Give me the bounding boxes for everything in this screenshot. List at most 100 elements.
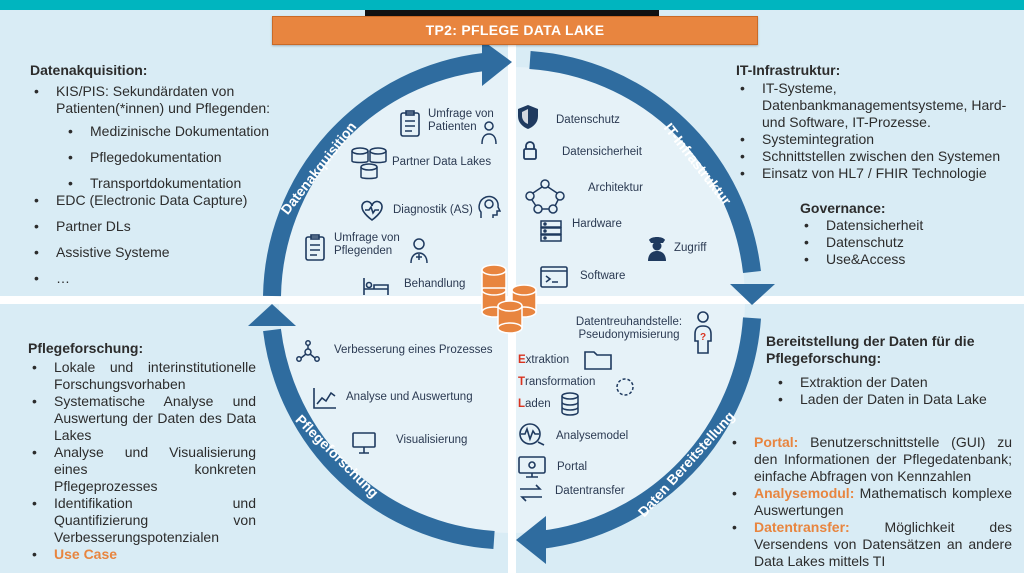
arrow-head-tr (730, 284, 775, 305)
database-stack-icon (481, 264, 537, 334)
list-item: … (30, 270, 290, 287)
nurse-icon (410, 238, 428, 264)
etl-rest-l: aden (525, 398, 551, 410)
transfer-arrows-icon (520, 484, 542, 502)
hospital-bed-icon (363, 278, 389, 295)
circle-item-datensicherheit: Datensicherheit (562, 146, 642, 158)
bereitstellung-heading: Bereitstellung der Daten für die Pflegef… (766, 333, 975, 366)
datentransfer-label: Datentransfer: (754, 519, 850, 535)
etl-letter-e: E (518, 354, 526, 366)
datenakquisition-heading: Datenakquisition: (30, 62, 148, 78)
survey-nurses-icon (305, 234, 325, 261)
arrow-head-tl (482, 40, 512, 86)
partner-datalakes-icon (351, 147, 387, 180)
circle-item-hardware: Hardware (572, 218, 622, 230)
ring-arc-bl (263, 328, 495, 549)
list-item: Systemintegration (736, 131, 1008, 148)
portal-text: Benutzerschnittstelle (GUI) zu den Infor… (754, 434, 1012, 484)
etl-rest-e: xtraktion (525, 354, 570, 366)
pflegeforschung-heading: Pflegeforschung: (28, 340, 144, 356)
circle-item-datenschutz: Datenschutz (556, 114, 620, 126)
page-title: TP2: PFLEGE DATA LAKE (272, 16, 758, 45)
portal-label: Portal: (754, 434, 799, 450)
list-item: Schnittstellen zwischen den Systemen (736, 148, 1008, 165)
circle-item-architektur: Architektur (588, 182, 643, 194)
circle-item-zugriff: Zugriff (674, 242, 707, 254)
analysis-wave-icon (519, 423, 545, 446)
list-item: Lokale und interinstitutionelle Forschun… (28, 359, 256, 393)
svg-text:?: ? (700, 332, 706, 343)
circle-item-analyse-auswertung: Analyse und Auswertung (346, 391, 473, 403)
arrow-head-bl (248, 304, 296, 326)
it-infrastruktur-panel: IT-Infrastruktur: IT-Systeme, Datenbankm… (736, 62, 1008, 182)
architecture-network-icon (525, 179, 565, 214)
etl-letter-l: L (518, 398, 526, 410)
circle-item-datentransfer: Datentransfer (555, 485, 625, 497)
list-item: Identifikation und Quantifizierung von V… (28, 495, 256, 546)
brain-head-icon (478, 195, 501, 218)
list-item: Use&Access (800, 251, 1000, 268)
circle-item-umfrage-patienten: Umfrage von Patienten (428, 108, 494, 133)
list-item: Systematische Analyse und Auswertung der… (28, 393, 256, 444)
list-item: Partner DLs (30, 218, 290, 235)
ring-arc-tr (529, 51, 761, 274)
etl-transformation: Transformation (518, 376, 595, 389)
list-item: Extraktion der Daten (774, 374, 1006, 391)
list-item-transfer: Datentransfer: Möglichkeit des Versenden… (728, 519, 1012, 570)
etl-letter-t: T (518, 376, 526, 388)
database-icon (561, 392, 579, 416)
monitor-icon (352, 432, 376, 454)
it-infrastruktur-heading: IT-Infrastruktur: (736, 62, 841, 78)
governance-panel: Governance: Datensicherheit Datenschutz … (800, 200, 1000, 268)
pflegeforschung-panel: Pflegeforschung: Lokale und interinstitu… (28, 340, 256, 563)
list-item: Datenschutz (800, 234, 1000, 251)
lock-icon (523, 141, 537, 160)
folder-icon (584, 351, 612, 370)
analysemodul-text: Mathematisch komplexe Auswertungen (754, 485, 1013, 518)
list-item-portal: Portal: Benutzerschnittstelle (GUI) zu d… (728, 434, 1012, 485)
circle-item-verbesserung: Verbesserung eines Prozesses (334, 344, 493, 356)
line-chart-icon (313, 388, 336, 409)
circle-item-visualisierung: Visualisierung (396, 434, 468, 446)
list-item: Assistive Systeme (30, 244, 290, 261)
person-icon (481, 121, 497, 145)
list-item: KIS/PIS: Sekundärdaten von Patienten(*in… (30, 83, 290, 117)
etl-laden: Laden (518, 398, 551, 411)
list-item: Datensicherheit (800, 217, 1000, 234)
list-item-use-case: Use Case (28, 546, 256, 563)
list-subitem: Pflegedokumentation (30, 149, 290, 166)
anonymous-person-icon: ? (694, 311, 712, 354)
software-terminal-icon (540, 266, 568, 288)
list-item: Analyse und Visualisierung eines konkret… (28, 444, 256, 495)
list-item: EDC (Electronic Data Capture) (30, 192, 290, 209)
circle-item-partner-datalakes: Partner Data Lakes (392, 156, 492, 168)
server-icon (540, 220, 562, 242)
etl-rest-t: ransformation (525, 376, 596, 388)
use-case-link[interactable]: Use Case (54, 546, 118, 562)
circle-item-datentreuhandstelle: Datentreuhandstelle: Pseudonymisierung (575, 316, 683, 341)
etl-extraktion: Extraktion (518, 354, 569, 367)
transform-cycle-icon (616, 378, 634, 396)
security-guard-icon (648, 237, 666, 261)
list-item-analyse: Analysemodul: Mathematisch komplexe Ausw… (728, 485, 1012, 519)
list-subitem: Medizinische Dokumentation (30, 123, 290, 140)
circle-item-analysemodel: Analysemodel (556, 430, 629, 442)
governance-heading: Governance: (800, 200, 886, 216)
datentransfer-text: Möglichkeit des Versendens von Datensätz… (754, 519, 1012, 569)
datenakquisition-panel: Datenakquisition: KIS/PIS: Sekundärdaten… (30, 62, 290, 287)
bereitstellung-panel: Bereitstellung der Daten für die Pflegef… (766, 333, 1006, 408)
list-subitem: Transportdokumentation (30, 175, 290, 192)
survey-patients-icon (400, 110, 420, 137)
bereitstellung-details: Portal: Benutzerschnittstelle (GUI) zu d… (728, 434, 1012, 570)
portal-icon (518, 456, 546, 478)
heart-pulse-icon (361, 200, 383, 221)
circle-item-portal: Portal (557, 461, 588, 473)
top-accent-bar (0, 0, 1024, 10)
list-item: Laden der Daten in Data Lake (774, 391, 1006, 408)
analysemodul-label: Analysemodul: (754, 485, 855, 501)
process-network-icon (296, 340, 320, 362)
list-item: IT-Systeme, Datenbankmanagementsysteme, … (736, 80, 1008, 131)
circle-item-diagnostik: Diagnostik (AS) (393, 204, 473, 216)
circle-item-umfrage-pflegende: Umfrage von Pflegenden (334, 232, 400, 257)
